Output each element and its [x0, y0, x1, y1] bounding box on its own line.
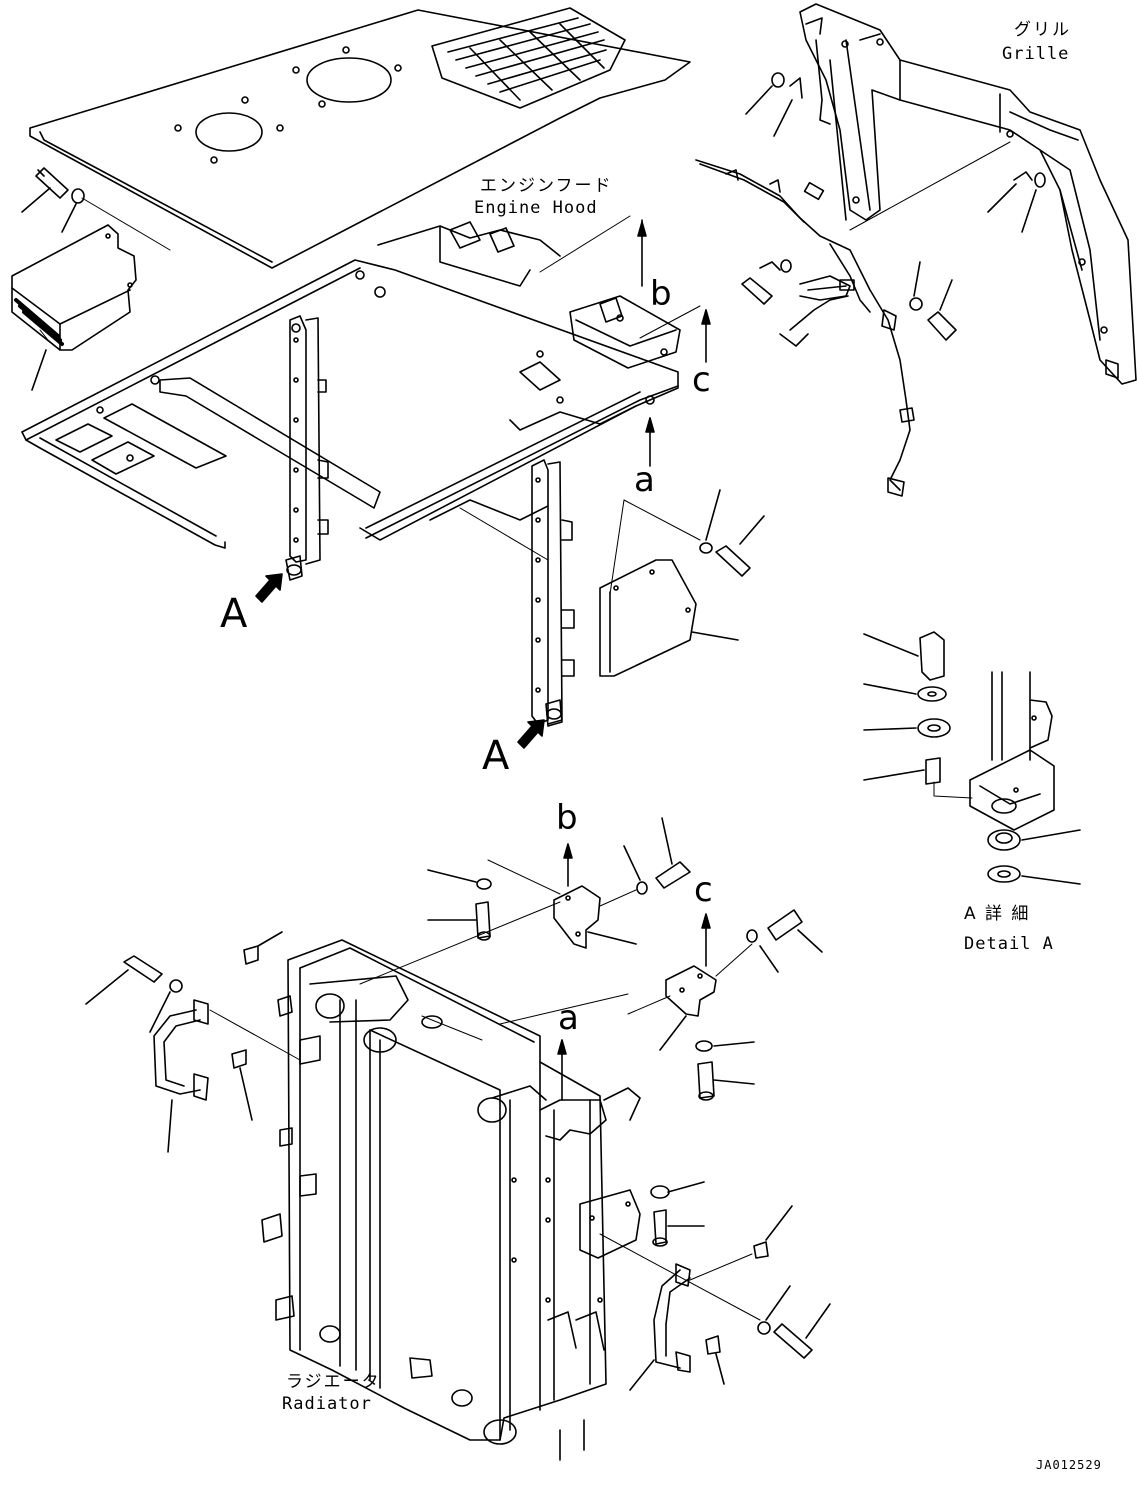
callout-A-left: A: [220, 591, 248, 637]
engine-hood-label-en: Engine Hood: [474, 198, 598, 218]
callout-A-right: A: [482, 733, 510, 779]
callout-b-bottom: b: [556, 798, 578, 838]
callout-c-top: c: [692, 360, 711, 400]
callout-a-top: a: [634, 460, 655, 500]
radiator-label-en: Radiator: [282, 1394, 372, 1414]
grille-label-jp: グリル: [1014, 20, 1071, 40]
left-pipe-assembly: [86, 932, 300, 1152]
support-frame: [22, 222, 680, 548]
side-plate: [460, 500, 738, 676]
wire-harness: [696, 160, 914, 496]
detail-a-label-jp: A 詳 細: [964, 904, 1031, 924]
engine-hood: [30, 8, 690, 268]
right-column: [532, 460, 574, 726]
arrow-a-top: [646, 418, 654, 466]
arrow-A-right: [518, 720, 544, 748]
left-cover: [12, 225, 136, 350]
engine-hood-label-jp: エンジンフード: [480, 176, 613, 196]
right-pipe-assembly: [600, 1182, 830, 1390]
callout-c-bottom: c: [694, 870, 713, 910]
radiator: [262, 902, 640, 1460]
arrow-A-left: [256, 574, 282, 602]
detail-a: [864, 632, 1080, 884]
left-column: [286, 316, 328, 580]
bolt-washer-right-side: [700, 490, 764, 576]
arrow-a-bottom: [558, 1040, 566, 1100]
grille-fasteners: [746, 73, 1045, 232]
drawing-code: JA012529: [1036, 1458, 1102, 1472]
arrow-c-top: [702, 310, 710, 362]
grille-label-en: Grille: [1002, 44, 1070, 64]
callout-a-bottom: a: [558, 998, 579, 1038]
harness-bolts: [742, 260, 956, 340]
callout-b-top: b: [650, 274, 672, 314]
bracket-c: [628, 910, 822, 1100]
detail-a-label-en: Detail A: [964, 934, 1054, 954]
bracket-b: [428, 818, 690, 948]
bolt-washer-top-left: [22, 168, 170, 390]
arrow-b-top: [638, 220, 646, 286]
grille: [800, 4, 1136, 384]
radiator-label-jp: ラジエータ: [286, 1372, 381, 1392]
